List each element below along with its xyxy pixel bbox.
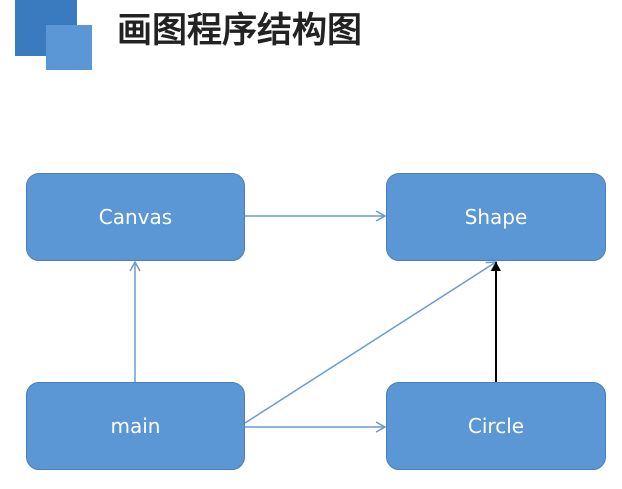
- node-main-label: main: [110, 414, 161, 438]
- node-circle-label: Circle: [467, 414, 525, 438]
- node-circle: Circle: [386, 382, 606, 470]
- node-shape: Shape: [386, 173, 606, 261]
- node-canvas-label: Canvas: [98, 205, 173, 229]
- page-title: 画图程序结构图: [117, 11, 363, 51]
- title-decoration-square-light: [46, 25, 92, 70]
- edge-main-to-shape: [244, 261, 498, 424]
- node-shape-label: Shape: [464, 205, 528, 229]
- node-main: main: [26, 382, 245, 470]
- node-canvas: Canvas: [26, 173, 245, 261]
